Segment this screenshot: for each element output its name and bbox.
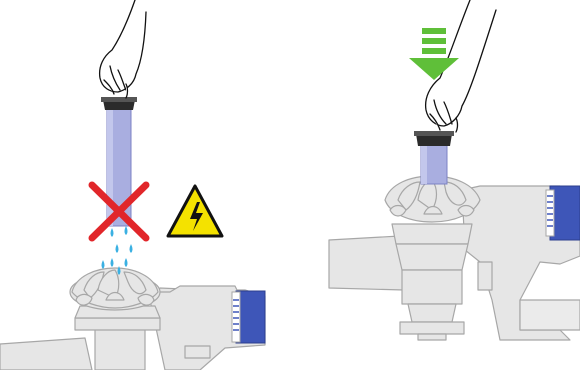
filter-right xyxy=(414,131,454,184)
right-panel-correct xyxy=(329,0,580,340)
hand-left xyxy=(100,0,146,98)
bin-window-right xyxy=(546,186,580,240)
vacuum-unit-left xyxy=(0,268,265,370)
bin-window-left xyxy=(232,291,265,343)
left-panel-incorrect xyxy=(0,0,265,370)
electrical-hazard-icon xyxy=(168,186,222,236)
vacuum-unit-right xyxy=(329,176,580,340)
